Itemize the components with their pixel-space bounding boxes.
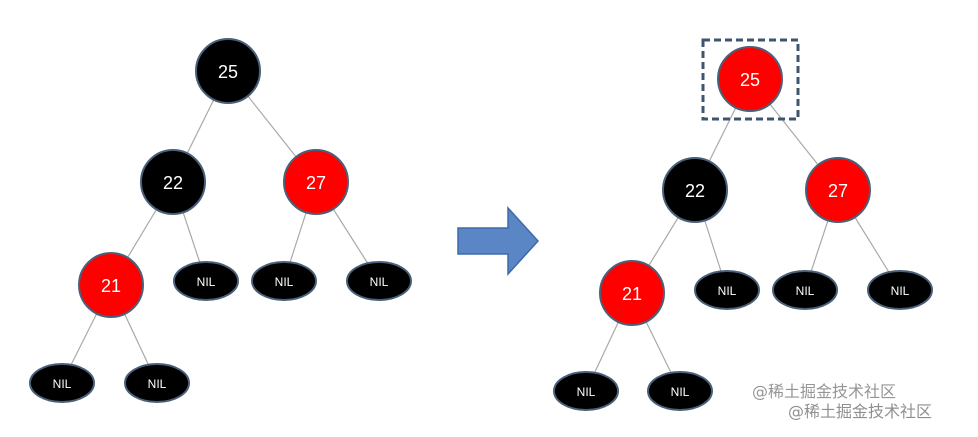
- node-circle: [599, 260, 665, 326]
- nil-node-shape: [553, 371, 619, 411]
- node-key-label: 25: [218, 62, 238, 82]
- node-key-label: 27: [306, 173, 326, 193]
- node-key-label: 21: [622, 284, 642, 304]
- nil-label: NIL: [796, 284, 815, 298]
- right-arrow-icon: [457, 206, 540, 276]
- node-circle: [195, 38, 261, 104]
- tree-node-27: 27: [805, 157, 871, 223]
- node-circle: [283, 149, 349, 215]
- node-key-label: 21: [101, 276, 121, 296]
- nil-label: NIL: [53, 377, 72, 391]
- node-circle: [717, 46, 783, 112]
- nil-leaf-node: NIL: [251, 261, 317, 301]
- highlighted-root-box: [701, 38, 800, 121]
- node-key-label: 22: [163, 173, 183, 193]
- tree-node-27: 27: [283, 149, 349, 215]
- after-tree-edges: [585, 78, 901, 392]
- watermark-text-secondary: @稀土掘金技术社区: [788, 402, 933, 421]
- node-circle: [140, 149, 206, 215]
- tree-node-21: 21: [599, 260, 665, 326]
- nil-node-shape: [29, 363, 95, 403]
- tree-node-25: 25: [717, 46, 783, 112]
- nil-leaf-node: NIL: [173, 261, 239, 301]
- before-tree-edges: [61, 70, 380, 384]
- node-key-label: 27: [828, 181, 848, 201]
- nil-node-shape: [173, 261, 239, 301]
- nil-label: NIL: [370, 275, 389, 289]
- nil-leaf-node: NIL: [647, 371, 713, 411]
- nil-node-shape: [694, 270, 760, 310]
- nil-leaf-node: NIL: [772, 270, 838, 310]
- nil-leaf-node: NIL: [694, 270, 760, 310]
- nil-label: NIL: [197, 275, 216, 289]
- tree-node-22: 22: [140, 149, 206, 215]
- nil-node-shape: [647, 371, 713, 411]
- tree-node-22: 22: [662, 157, 728, 223]
- watermark-text: @稀土掘金技术社区: [752, 382, 897, 401]
- nil-node-shape: [346, 261, 412, 301]
- nil-node-shape: [772, 270, 838, 310]
- node-key-label: 22: [685, 181, 705, 201]
- node-key-label: 25: [740, 70, 760, 90]
- node-circle: [662, 157, 728, 223]
- node-circle: [78, 252, 144, 318]
- nil-leaf-node: NIL: [124, 363, 190, 403]
- nil-node-shape: [251, 261, 317, 301]
- nil-leaf-node: NIL: [553, 371, 619, 411]
- nil-node-shape: [867, 270, 933, 310]
- nil-leaf-node: NIL: [346, 261, 412, 301]
- nil-leaf-node: NIL: [29, 363, 95, 403]
- tree-node-25: 25: [195, 38, 261, 104]
- nil-label: NIL: [148, 377, 167, 391]
- nil-label: NIL: [275, 275, 294, 289]
- tree-node-21: 21: [78, 252, 144, 318]
- nil-leaf-node: NIL: [867, 270, 933, 310]
- nil-label: NIL: [718, 284, 737, 298]
- node-circle: [805, 157, 871, 223]
- nil-label: NIL: [577, 385, 596, 399]
- nil-label: NIL: [891, 284, 910, 298]
- nil-node-shape: [124, 363, 190, 403]
- nil-label: NIL: [671, 385, 690, 399]
